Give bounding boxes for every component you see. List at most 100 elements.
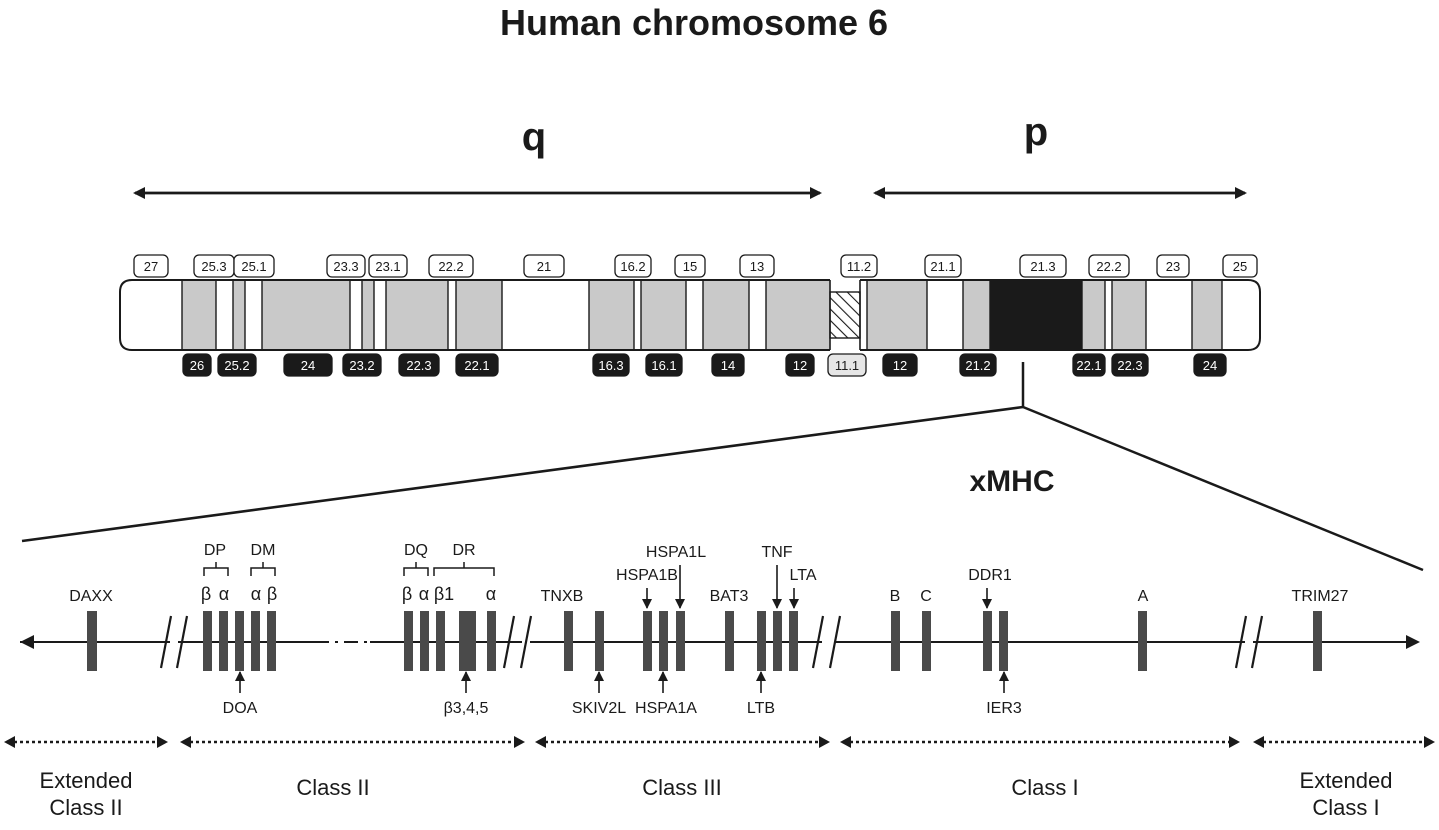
region-arrowhead [819,736,830,748]
band-label-bottom: 11.1 [835,358,859,373]
chromosome-band [1112,280,1146,350]
gene-label-tnxb: TNXB [541,588,584,605]
band-label-top: 21.3 [1030,259,1055,274]
gene-group-brace [403,562,429,576]
chromosome-band [350,280,362,350]
gene-bar [564,611,573,671]
gene-bar [789,611,798,671]
region-label: Extended [1300,768,1393,793]
gene-label-lta: LTA [790,567,817,584]
region-label: Class III [642,775,721,800]
chromosome-band [1222,280,1260,350]
gene-label-dm-alpha: α [251,584,261,604]
band-label-box [1156,254,1190,278]
band-label-box [1222,254,1258,278]
gene-label-daxx: DAXX [69,588,113,605]
chromosome-band [634,280,641,350]
gene-label-trim27: TRIM27 [1292,588,1349,605]
gene-label-hspa1b: HSPA1B [616,567,678,584]
band-label-top: 13 [750,259,764,274]
gene-group-brace [433,562,495,576]
chromosome-band [686,280,703,350]
chromosome-band [502,280,589,350]
band-label-box [959,353,997,377]
band-label-box [1088,254,1130,278]
gene-bar [757,611,766,671]
gene-bar [891,611,900,671]
gene-bar [235,611,244,671]
chromosome-band [120,280,182,350]
chromosome-band [1082,280,1105,350]
chromosome-band [1146,280,1192,350]
chromosome-band [456,280,502,350]
right-arrowhead [1406,635,1420,649]
band-label-bottom: 23.2 [349,358,374,373]
band-label-box [368,254,408,278]
gene-bar [773,611,782,671]
band-label-top: 25.1 [241,259,266,274]
chromosome-band [641,280,686,350]
band-label-box [398,353,440,377]
gene-bar [725,611,734,671]
band-label-bottom: 21.2 [965,358,990,373]
band-label-top: 16.2 [620,259,645,274]
p-arm-outline [860,279,1261,351]
gene-bar [219,611,228,671]
region-arrowhead [1424,736,1435,748]
gene-label-dq-beta: β [402,584,412,604]
band-label-box [827,353,867,377]
region-arrowhead [1229,736,1240,748]
region-arrowhead [4,736,15,748]
chromosome-band [386,280,448,350]
chromosome-band [216,280,233,350]
chromosome-band [182,280,216,350]
chromosome-band [867,280,927,350]
band-label-box [1019,254,1067,278]
chromosome-band [245,280,262,350]
gene-bar [420,611,429,671]
gene-bar [251,611,260,671]
band-label-box [711,353,745,377]
chromosome-band [262,280,350,350]
chromosome-band [1192,280,1222,350]
gene-label-dm-beta: β [267,584,277,604]
gene-label-ier3: IER3 [986,700,1022,717]
band-label-box [133,254,169,278]
band-label-bottom: 22.3 [406,358,431,373]
gene-bar [459,611,476,671]
gene-label-dr-beta345: β3,4,5 [444,700,489,717]
break-mark [502,615,516,669]
centromere [829,291,861,339]
band-label-top: 25 [1233,259,1247,274]
figure-title: Human chromosome 6 [500,2,888,43]
break-mark [1234,615,1248,669]
band-label-bottom: 26 [190,358,204,373]
band-label-bottom: 24 [1203,358,1217,373]
chromosome-band [766,280,830,350]
band-label-box [1193,353,1227,377]
band-label-top: 23.3 [333,259,358,274]
band-label-box [217,353,257,377]
band-label-box [326,254,366,278]
chromosome-ideogram [119,279,1261,351]
band-label-box [739,254,775,278]
gene-label-c: C [920,588,932,605]
band-label-box [523,254,565,278]
gene-label-dp-alpha: α [219,584,229,604]
gene-label-tnf: TNF [761,544,792,561]
left-arrowhead [20,635,34,649]
band-label-top: 23 [1166,259,1180,274]
break-mark [159,615,173,669]
band-label-box [840,254,878,278]
q-arm-outline [119,279,830,351]
break-mark [1250,615,1264,669]
xmhc-label: xMHC [969,465,1054,498]
band-label-box [428,254,474,278]
gene-label-hspa1l: HSPA1L [646,544,706,561]
gene-bar [1313,611,1322,671]
break-mark [811,615,825,669]
band-label-top: 23.1 [375,259,400,274]
region-arrowhead [535,736,546,748]
gene-label-dr: DR [452,542,475,559]
